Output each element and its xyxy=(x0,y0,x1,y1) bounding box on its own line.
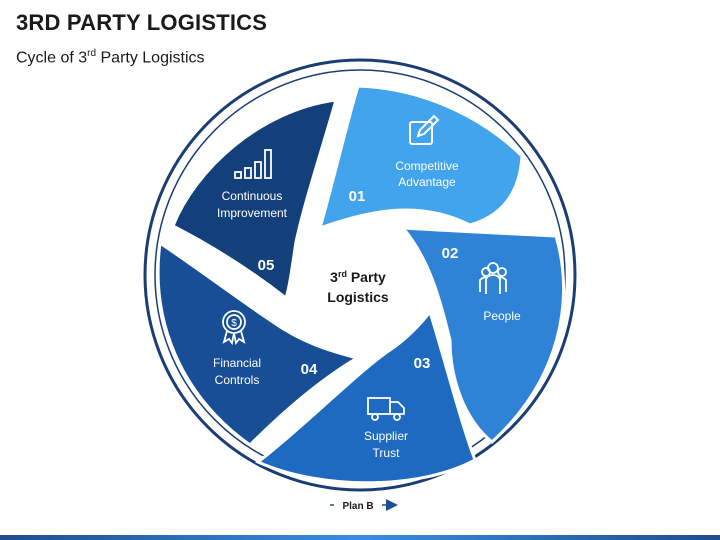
segment-05-label-1: Continuous xyxy=(222,189,283,203)
segment-02-label-1: People xyxy=(483,309,521,323)
truck-icon xyxy=(367,397,405,421)
segment-02[interactable]: People 02 xyxy=(399,226,566,444)
svg-text:$: $ xyxy=(231,318,237,329)
bottom-accent-bar xyxy=(0,535,720,540)
plan-b-badge xyxy=(334,496,382,514)
segment-01-label-1: Competitive xyxy=(395,159,459,173)
segment-05-number: 05 xyxy=(258,257,275,274)
segment-03-shape xyxy=(255,308,477,485)
outer-ring xyxy=(143,58,577,492)
center-label-line-1: 3rd Party xyxy=(330,269,386,285)
segment-01-label-2: Advantage xyxy=(398,175,456,189)
segment-04-label-2: Controls xyxy=(215,373,260,387)
segment-02-number: 02 xyxy=(442,245,459,262)
page-subtitle: Cycle of 3rd Party Logistics xyxy=(16,48,205,67)
edit-icon xyxy=(409,114,440,145)
segment-03-label-1: Supplier xyxy=(364,429,408,443)
segment-01-number: 01 xyxy=(349,188,366,205)
segment-05-shape xyxy=(171,98,339,301)
award-icon: $ xyxy=(222,310,246,346)
plan-b-label: Plan B xyxy=(342,501,373,512)
segment-03[interactable]: Supplier Trust 03 xyxy=(255,308,477,485)
segment-02-shape xyxy=(399,226,566,444)
segment-05-label-2: Improvement xyxy=(217,206,288,220)
people-icon xyxy=(479,262,507,294)
segment-03-label-2: Trust xyxy=(373,446,401,460)
segment-05[interactable]: Continuous Improvement 05 xyxy=(171,98,339,301)
segment-03-number: 03 xyxy=(414,355,431,372)
page-title: 3RD PARTY LOGISTICS xyxy=(16,10,268,35)
center-label-line-2: Logistics xyxy=(327,289,389,305)
segment-04-shape xyxy=(156,240,361,447)
center-label: 3rd Party Logistics xyxy=(327,269,389,305)
segment-01[interactable]: Competitive Advantage 01 xyxy=(317,84,524,231)
segment-01-shape xyxy=(317,84,524,231)
bar-chart-icon xyxy=(234,149,272,179)
segment-04[interactable]: $ Financial Controls 04 xyxy=(156,240,361,447)
segment-04-number: 04 xyxy=(301,361,318,378)
segment-04-label-1: Financial xyxy=(213,356,261,370)
